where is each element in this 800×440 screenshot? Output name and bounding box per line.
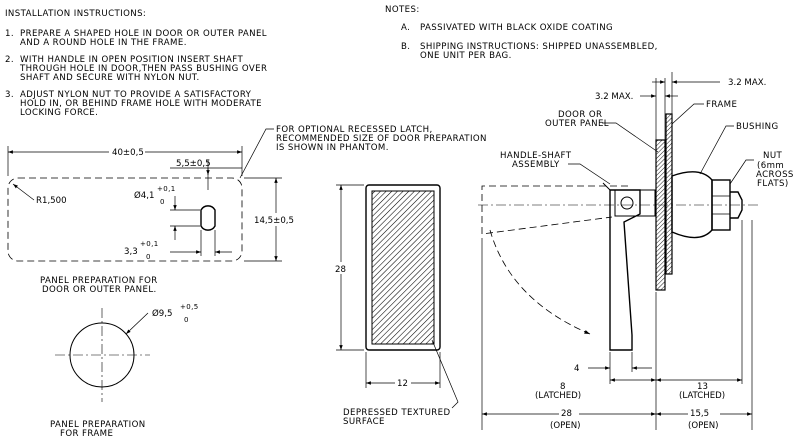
textured-leader (431, 339, 459, 409)
handle-shaft-label-line-1: HANDLE-SHAFT (500, 151, 572, 161)
front-width-dimension: 12 (397, 379, 408, 389)
recess-note: FOR OPTIONAL RECESSED LATCH, RECOMMENDED… (239, 125, 487, 179)
recess-leader (239, 128, 274, 179)
step-1-line-2: AND A ROUND HOLE IN THE FRAME. (20, 38, 187, 48)
offset-dimension: 5,5±0,5 (176, 159, 211, 169)
recess-note-line-2: RECOMMENDED SIZE OF DOOR PREPARATION (276, 134, 487, 144)
step-2-line-1: WITH HANDLE IN OPEN POSITION INSERT SHAF… (20, 55, 243, 65)
hole-diameter-tol-top: +0,1 (157, 185, 176, 193)
door-label-line-2: OUTER PANEL (545, 119, 609, 129)
latched-handle (609, 189, 641, 351)
step-3-line-1: ADJUST NYLON NUT TO PROVIDE A SATISFACTO… (20, 90, 252, 100)
radius-leader (12, 183, 35, 201)
radius-label: R1,500 (36, 196, 67, 206)
nut-label-line-2: (6mm (757, 161, 784, 171)
dim-13-latched: (LATCHED) (679, 391, 725, 401)
recess-note-line-3: IS SHOWN IN PHANTOM. (276, 143, 389, 153)
frame-thickness-max: 3.2 MAX. (728, 78, 766, 88)
frame-dia-leader (125, 312, 149, 335)
bushing (671, 171, 713, 239)
door-prep-caption-line-2: DOOR OR OUTER PANEL. (42, 285, 157, 295)
open-handle-phantom (481, 185, 628, 235)
recess-note-line-1: FOR OPTIONAL RECESSED LATCH, (276, 125, 433, 135)
width-dimension: 40±0,5 (112, 148, 144, 158)
textured-label-line-2: SURFACE (343, 417, 385, 427)
door-leader (602, 122, 659, 153)
frame-diameter-tol-top: +0,5 (180, 303, 199, 311)
step-2-line-3: SHAFT AND SECURE WITH NYLON NUT. (20, 73, 200, 83)
height-dimension: 14,5±0,5 (254, 216, 294, 226)
hole-diameter: Ø4,1 (134, 190, 154, 201)
slot-width-tol-top: +0,1 (140, 240, 159, 248)
note-b-line-1: SHIPPING INSTRUCTIONS: SHIPPED UNASSEMBL… (420, 42, 658, 52)
textured-label-line-1: DEPRESSED TEXTURED (343, 408, 451, 418)
dim-15-5: 15,5 (690, 409, 709, 419)
label-mask (559, 406, 579, 417)
label-mask (395, 376, 411, 388)
door-label-line-1: DOOR OR (558, 110, 602, 120)
dim-4: 4 (574, 364, 579, 374)
hole-diameter-tol-bottom: 0 (160, 198, 165, 206)
note-a-letter: A. (401, 23, 410, 33)
frame-preparation: Ø9,5 +0,5 0 PANEL PREPARATION FOR FRAME (50, 303, 199, 439)
step-3-number: 3. (5, 90, 14, 100)
frame-prep-caption-line-2: FOR FRAME (60, 429, 113, 439)
label-mask (252, 213, 306, 226)
notes: NOTES: A. PASSIVATED WITH BLACK OXIDE CO… (385, 5, 658, 61)
swing-arc (489, 229, 591, 335)
handle-shaft-label-line-2: ASSEMBLY (512, 160, 560, 170)
nut-label-line-1: NUT (763, 151, 783, 161)
door-prep-caption-line-1: PANEL PREPARATION FOR (40, 276, 158, 286)
bushing-leader (699, 125, 734, 175)
note-a-text: PASSIVATED WITH BLACK OXIDE COATING (420, 23, 613, 33)
notes-heading: NOTES: (385, 5, 420, 15)
frame-diameter-tol-bottom: 0 (184, 316, 189, 324)
handle-outline (365, 184, 441, 351)
dim-8-latched: (LATCHED) (535, 391, 581, 401)
dim-15-5-open: (OPEN) (688, 421, 719, 431)
door-thickness-max: 3.2 MAX. (595, 92, 633, 102)
nut-label-line-3: ACROSS (756, 170, 794, 180)
installation-instructions: INSTALLATION INSTRUCTIONS: 1. PREPARE A … (5, 9, 267, 118)
slot-width-tol-bottom: 0 (146, 253, 151, 261)
shaft-end (730, 191, 743, 219)
step-2-line-2: THROUGH HOLE IN DOOR,THEN PASS BUSHING O… (19, 64, 267, 74)
label-mask (333, 262, 349, 274)
side-assembly-view: 3.2 MAX. 3.2 MAX. FRAME DOOR OR OUTER PA… (478, 72, 794, 431)
note-b-letter: B. (401, 42, 410, 52)
note-b-line-2: ONE UNIT PER BAG. (420, 51, 512, 61)
nut-label-line-4: FLATS) (757, 179, 789, 189)
step-3-line-2: HOLD IN, OR BEHIND FRAME HOLE WITH MODER… (20, 99, 262, 109)
door-panel (655, 139, 666, 291)
handle-shaft-leader (568, 163, 611, 185)
dim-8: 8 (560, 382, 565, 392)
frame-label: FRAME (706, 100, 737, 110)
dim-28: 28 (561, 409, 572, 419)
frame-leader (671, 103, 704, 125)
step-2-number: 2. (5, 55, 14, 65)
dim-13: 13 (697, 382, 708, 392)
pivot-pin (620, 196, 634, 210)
handle-shaft (614, 189, 656, 217)
label-mask (688, 406, 720, 417)
bushing-label: BUSHING (736, 122, 779, 132)
door-panel-preparation: 40±0,5 5,5±0,5 14,5±0,5 R1,500 Ø4,1 +0,1… (7, 145, 306, 295)
frame-plate (665, 113, 673, 275)
installation-heading: INSTALLATION INSTRUCTIONS: (5, 9, 146, 19)
nut-leader (729, 159, 754, 185)
step-1-line-1: PREPARE A SHAPED HOLE IN DOOR OR OUTER P… (20, 29, 267, 39)
slot-width: 3,3 (124, 247, 138, 257)
shaped-hole (200, 205, 216, 231)
handle-top-edge (602, 182, 611, 191)
frame-diameter: Ø9,5 (152, 308, 172, 319)
front-height-dimension: 28 (335, 265, 346, 275)
step-3-line-3: LOCKING FORCE. (20, 108, 98, 118)
dim-28-open: (OPEN) (550, 421, 581, 431)
frame-prep-caption-line-1: PANEL PREPARATION (50, 420, 146, 430)
textured-surface (371, 190, 435, 345)
step-1-number: 1. (5, 29, 14, 39)
handle-front-view: 28 12 DEPRESSED TEXTURED SURFACE (333, 184, 459, 427)
label-mask (109, 145, 145, 158)
